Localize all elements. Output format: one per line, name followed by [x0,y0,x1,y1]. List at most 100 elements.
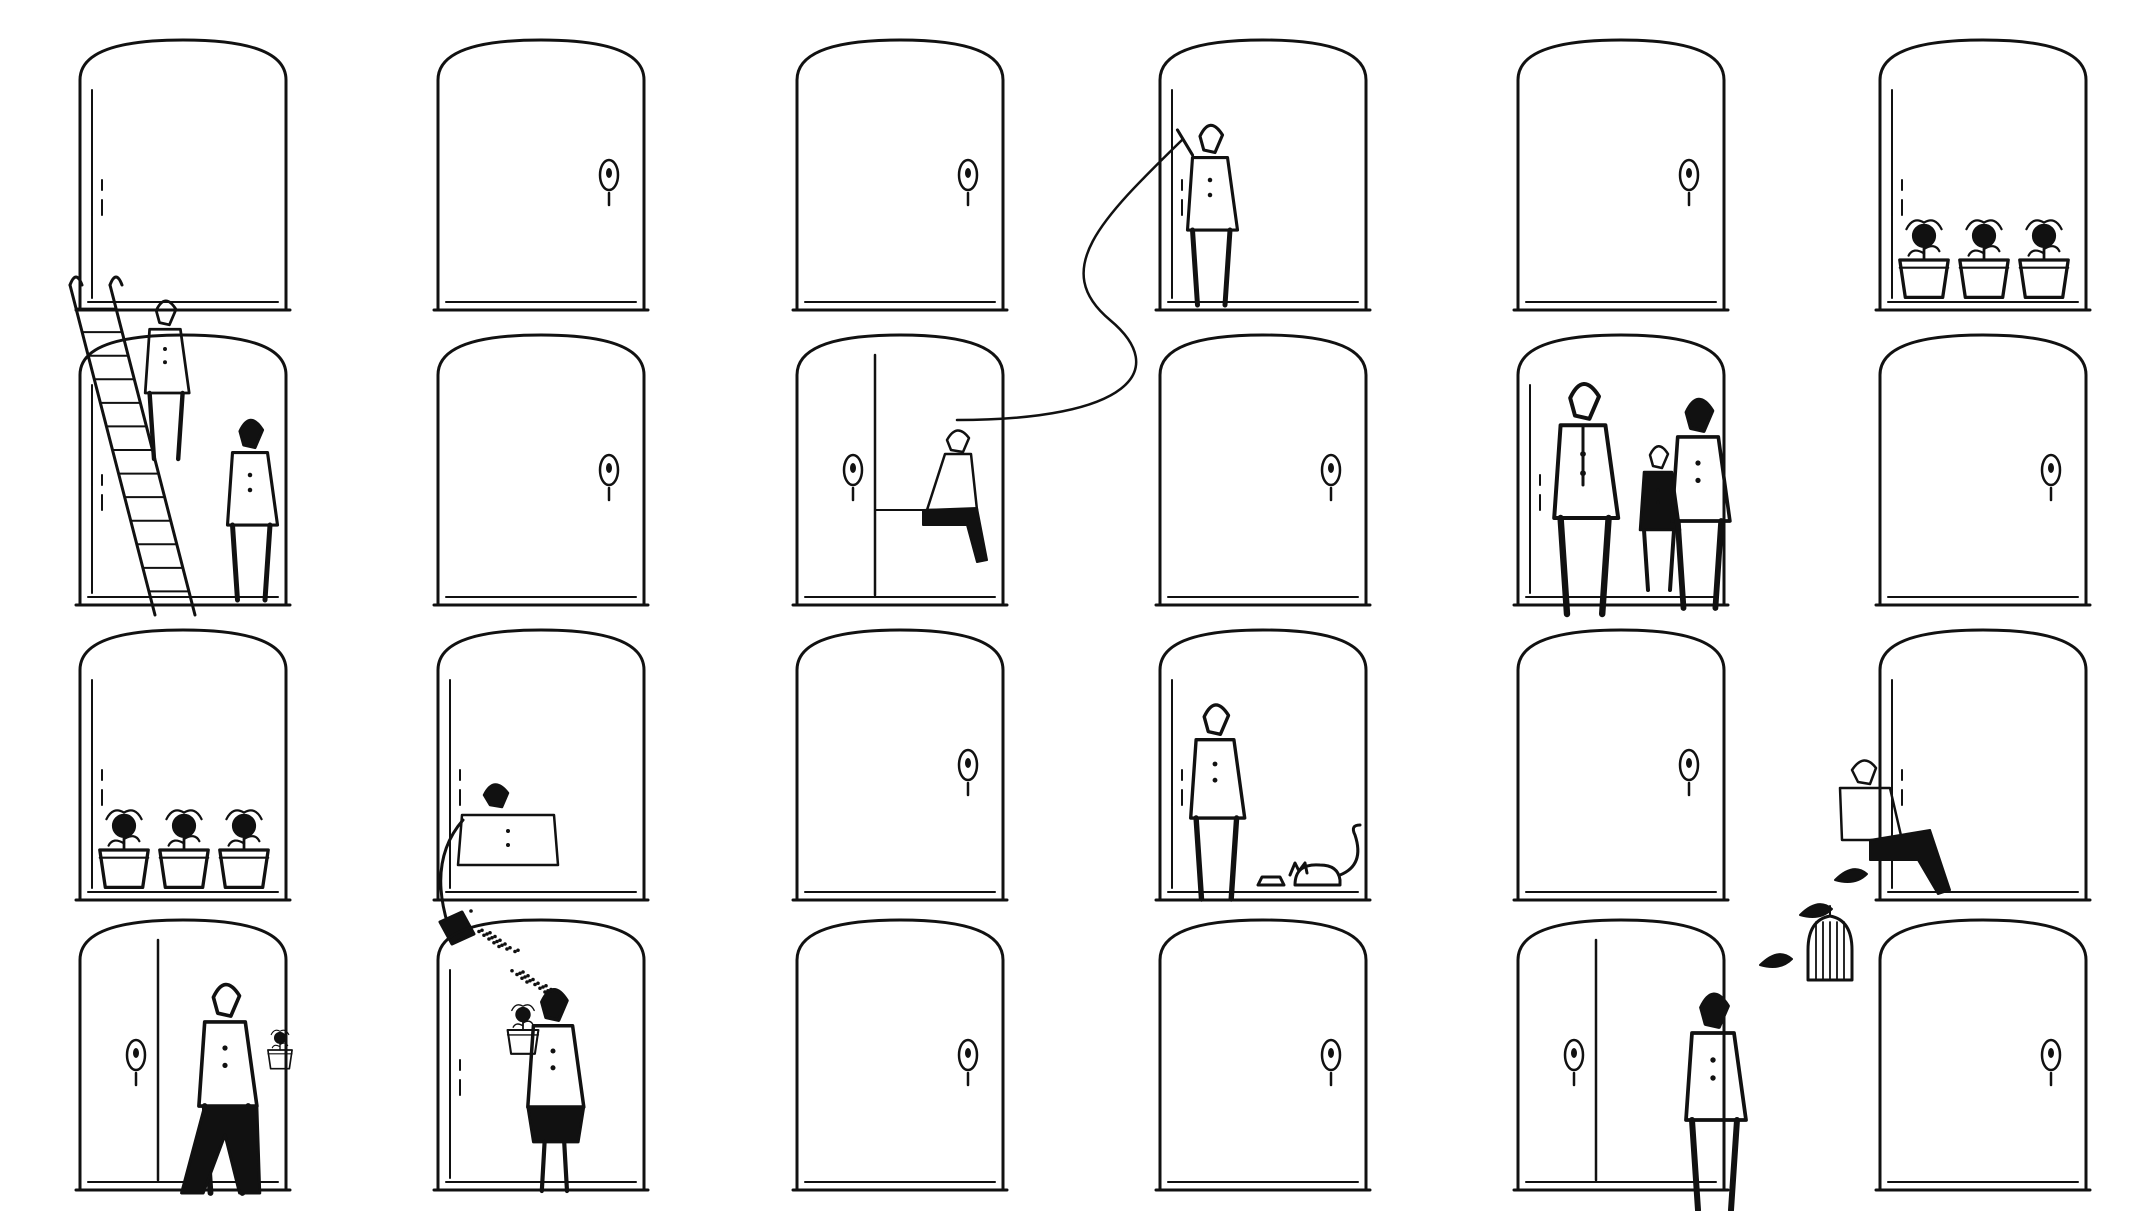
button [1212,761,1218,767]
water-drop [538,986,542,991]
leaves [271,1042,289,1049]
button [550,1065,556,1071]
keyhole-icon [850,463,856,473]
button [1207,192,1213,198]
small-plant [267,1029,293,1070]
window-frame [795,918,1005,1192]
water-drop [508,945,512,950]
petals [1905,219,1943,231]
window-r0-c5 [1874,38,2092,312]
window-frame [436,38,646,312]
torso [925,452,979,512]
watering-can-icon [438,910,476,946]
keyhole-icon [606,463,612,473]
legs [1642,528,1676,592]
person-holding-pot [526,988,586,1194]
lock-icon [1563,1038,1585,1072]
water-drop [505,947,509,951]
petals [2025,219,2063,231]
bloom [231,813,257,838]
button [163,360,167,365]
pot [267,1049,293,1070]
petals [105,809,143,821]
held-plant [506,1004,540,1055]
flower-pot [158,809,210,890]
pot [1898,258,1950,300]
button [1710,1057,1716,1063]
person-with-birds [1684,992,1748,1211]
leaves [107,835,141,847]
window-r3-c5 [1874,918,2092,1192]
lock-icon [598,453,620,487]
window-frame [78,918,288,1192]
water-drop [531,977,535,982]
person-watering [456,783,560,867]
window-r3-c0 [74,918,293,1196]
window-r1-c1 [432,333,650,607]
person-with-plant [180,982,262,1196]
torso [1189,738,1247,820]
ladder [68,275,197,617]
keyhole-icon [133,1048,139,1058]
window-r3-c1 [432,918,650,1194]
bloom [171,813,197,838]
window-frame [1878,628,2088,902]
head [154,299,178,327]
water-drop [526,973,530,978]
petals [270,1029,290,1036]
lock-icon [2040,1038,2062,1072]
window-r2-c4 [1512,628,1730,902]
keyhole-icon [965,758,971,768]
bloom [1911,223,1937,248]
window-r1-c4 [1512,333,1732,618]
button [1656,500,1660,504]
lock-icon [2040,453,2062,487]
torso [143,327,191,395]
legs [1869,829,1951,895]
bird-icon [1759,953,1793,968]
water-drop [492,940,496,945]
leaves [512,1020,534,1028]
legs [1190,227,1233,308]
window-frame [436,628,646,902]
keyhole-icon [965,168,971,178]
window-frame [795,333,1005,607]
pot [506,1028,540,1055]
window-frame [436,918,646,1192]
head [482,783,510,809]
water-drop [521,970,525,974]
leg [539,1139,547,1194]
window-frame [1158,918,1368,1192]
legs [1193,815,1240,902]
window-frame [795,38,1005,312]
torso [1552,423,1621,520]
bloom [111,813,137,838]
button [247,487,253,493]
father-figure [1552,382,1621,618]
phone-cord [955,138,1184,422]
keyhole-icon [1686,168,1692,178]
window-r0-c2 [791,38,1009,312]
water-drop [487,937,491,941]
water-drop [482,933,486,938]
pot [1958,258,2010,300]
water-drop [515,972,519,977]
person-sitting-birdcage [1838,759,1951,895]
lock-icon [957,158,979,192]
torso [197,1020,259,1108]
window-frame [1516,38,1726,312]
window-frame [1516,333,1726,607]
window-r2-c2 [791,628,1009,902]
head [211,982,242,1018]
water-drop [525,980,529,984]
window-r2-c5 [1806,628,2092,982]
water-drop [493,934,497,939]
bloom [273,1031,287,1044]
keyhole-icon [1328,1048,1334,1058]
watering-arm [439,818,465,927]
ladder-hook [68,275,84,287]
button [506,829,510,833]
water-drop [503,942,507,946]
button [1710,1075,1716,1081]
skirt [526,1105,586,1144]
